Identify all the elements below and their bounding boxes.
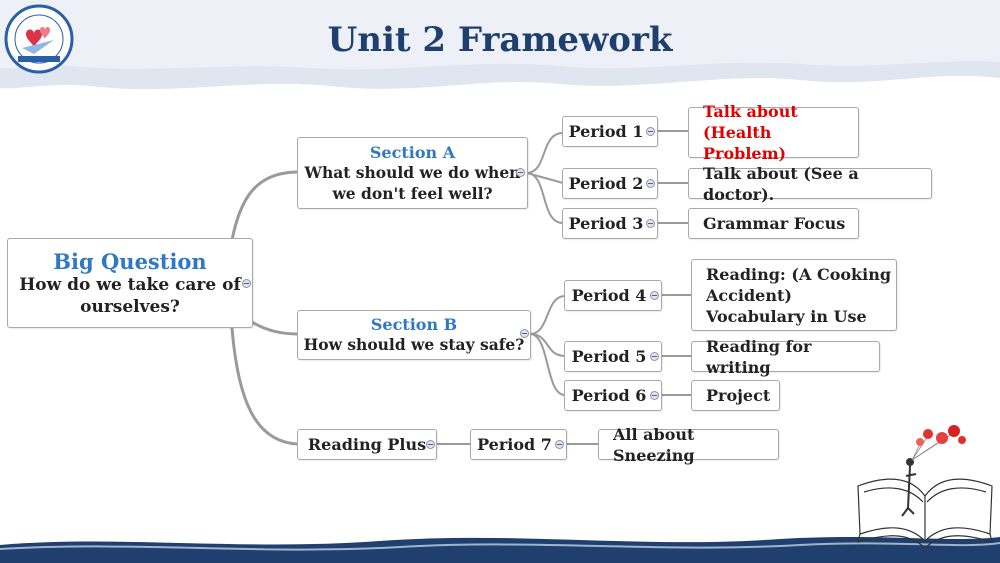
period-4-topic-line3: Vocabulary in Use [706,306,867,326]
period-6-label: Period 6 [571,386,647,405]
bottom-banner [0,537,1000,563]
period-7-label: Period 7 [477,435,552,454]
section-a-text-line1: What should we do when [304,162,521,182]
collapse-icon[interactable] [650,391,659,400]
reading-plus-label: Reading Plus [307,435,427,454]
period-1-node[interactable]: Period 1 [562,116,658,147]
period-5-label: Period 5 [571,347,647,366]
period-7-topic-text: All about Sneezing [613,424,695,465]
period-5-topic[interactable]: Reading for writing [691,337,880,377]
period-4-topic-line1: Reading: (A Cooking [706,264,892,284]
section-b-text-line1: How should we stay safe? [303,335,525,354]
big-question-text-line2: ourselves? [80,296,180,317]
period-5-topic-text: Reading for writing [706,336,812,377]
period-7-topic[interactable]: All about Sneezing [598,425,779,465]
section-b-heading: Section B [370,315,458,334]
collapse-icon[interactable] [650,352,659,361]
section-a-heading: Section A [369,142,456,162]
period-4-topic[interactable]: Reading: (A Cooking Accident) Vocabulary… [691,259,897,331]
collapse-icon[interactable] [426,440,435,449]
period-2-node[interactable]: Period 2 [562,168,658,199]
period-4-topic-line2: Accident) [706,285,792,305]
period-6-topic-text: Project [706,386,771,405]
top-banner [0,0,1000,90]
period-7-node[interactable]: Period 7 [470,429,567,460]
section-b-node[interactable]: Section B How should we stay safe? [297,310,531,360]
section-a-text-line2: we don't feel well? [332,183,493,203]
period-4-node[interactable]: Period 4 [564,280,662,311]
period-2-label: Period 2 [568,174,644,193]
period-1-topic-line1: Talk about [703,102,798,121]
page-title: Unit 2 Framework [327,20,673,60]
period-5-node[interactable]: Period 5 [564,341,662,372]
period-3-topic[interactable]: Grammar Focus [688,208,859,239]
big-question-heading: Big Question [53,248,207,274]
period-1-topic[interactable]: Talk about (Health Problem) [688,102,859,163]
big-question-node[interactable]: Big Question How do we take care of ours… [7,238,253,328]
period-6-topic[interactable]: Project [691,380,780,411]
period-2-topic[interactable]: Talk about (See a doctor). [688,164,932,204]
period-1-label: Period 1 [568,122,644,141]
period-1-topic-line2: (Health Problem) [703,123,787,163]
collapse-icon[interactable] [650,291,659,300]
period-2-topic-text: Talk about (See a doctor). [703,163,859,204]
big-question-text-line1: How do we take care of [19,274,241,295]
collapse-icon[interactable] [520,329,529,338]
collapse-icon[interactable] [555,440,564,449]
collapse-icon[interactable] [646,219,655,228]
period-6-node[interactable]: Period 6 [564,380,662,411]
collapse-icon[interactable] [516,168,525,177]
collapse-icon[interactable] [646,127,655,136]
reading-plus-node[interactable]: Reading Plus [297,429,437,460]
collapse-icon[interactable] [242,279,251,288]
section-a-node[interactable]: Section A What should we do when we don'… [297,137,528,209]
period-4-label: Period 4 [571,286,647,305]
period-3-topic-text: Grammar Focus [703,214,846,233]
school-logo-icon [4,4,74,74]
collapse-icon[interactable] [646,179,655,188]
open-book-illustration [857,425,993,549]
period-3-label: Period 3 [568,214,644,233]
period-3-node[interactable]: Period 3 [562,208,658,239]
